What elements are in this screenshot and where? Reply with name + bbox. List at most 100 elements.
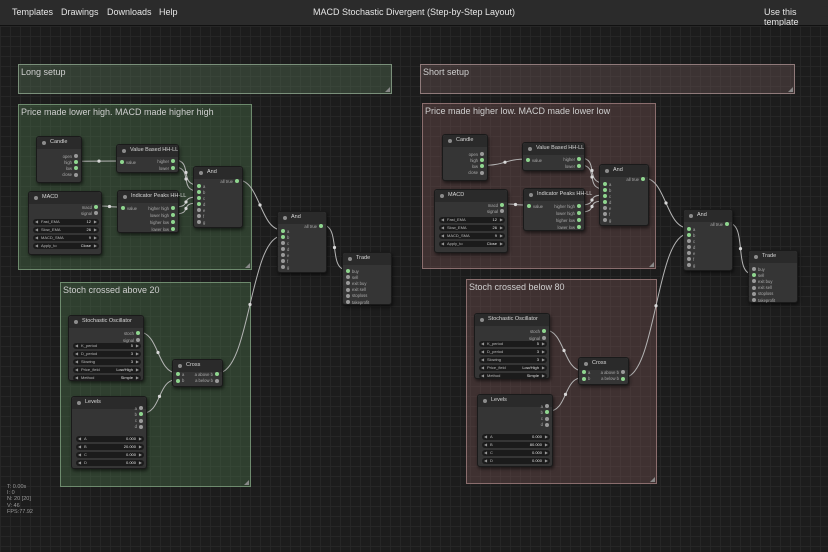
wire-midpoint-dot[interactable] — [97, 159, 101, 163]
increment-arrow-icon[interactable]: ▶ — [135, 351, 139, 356]
input-port-dot[interactable] — [121, 206, 125, 210]
increment-arrow-icon[interactable]: ▶ — [93, 219, 97, 224]
decrement-arrow-icon[interactable]: ◀ — [481, 349, 485, 354]
input-port-dot[interactable] — [603, 206, 607, 210]
increment-arrow-icon[interactable]: ▶ — [93, 227, 97, 232]
node-header[interactable]: And — [278, 212, 326, 224]
input-port-dot[interactable] — [603, 182, 607, 186]
node-header[interactable]: Value Based HH-LL — [523, 143, 584, 155]
use-template-button[interactable]: Use this template — [764, 7, 799, 27]
output-port-dot[interactable] — [480, 164, 484, 169]
increment-arrow-icon[interactable]: ▶ — [499, 241, 503, 246]
input-port-dot[interactable] — [281, 229, 285, 233]
input-port-dot[interactable] — [687, 227, 691, 231]
input-port-dot[interactable] — [603, 188, 607, 192]
output-port-dot[interactable] — [171, 213, 175, 217]
parameter-value[interactable]: 0.000 — [125, 452, 136, 457]
output-port-dot[interactable] — [215, 372, 219, 376]
decrement-arrow-icon[interactable]: ◀ — [78, 436, 82, 441]
input-port-dot[interactable] — [526, 158, 530, 162]
output-port-dot[interactable] — [545, 404, 549, 408]
increment-arrow-icon[interactable]: ▶ — [93, 235, 97, 240]
collapse-dot-icon[interactable] — [178, 364, 182, 368]
node-header[interactable]: Cross — [579, 358, 628, 370]
node-header[interactable]: And — [684, 210, 732, 222]
output-port-dot[interactable] — [139, 424, 143, 429]
parameter-value[interactable]: 26 — [86, 227, 91, 232]
input-port-dot[interactable] — [752, 291, 756, 296]
parameter-value[interactable]: 3 — [536, 349, 539, 354]
output-port-dot[interactable] — [480, 170, 484, 175]
increment-arrow-icon[interactable]: ▶ — [93, 243, 97, 248]
menu-templates[interactable]: Templates — [12, 7, 54, 17]
output-port-dot[interactable] — [171, 227, 175, 231]
wire-midpoint-dot[interactable] — [590, 175, 594, 179]
output-port-dot[interactable] — [621, 376, 625, 381]
node-header[interactable]: Indicator Peaks HH-LL — [118, 191, 186, 203]
node-header[interactable]: Levels — [72, 397, 146, 409]
input-port-dot[interactable] — [752, 273, 756, 278]
collapse-dot-icon[interactable] — [480, 318, 484, 322]
input-port-dot[interactable] — [281, 259, 285, 263]
parameter-value[interactable]: 3 — [536, 357, 539, 362]
input-port-dot[interactable] — [582, 370, 586, 374]
decrement-arrow-icon[interactable]: ◀ — [481, 373, 485, 378]
wire-midpoint-dot[interactable] — [738, 247, 743, 251]
node-graph-canvas[interactable]: Long setup Short setup Price made lower … — [0, 26, 828, 552]
output-port-dot[interactable] — [545, 410, 549, 415]
collapse-dot-icon[interactable] — [74, 320, 78, 324]
decrement-arrow-icon[interactable]: ◀ — [484, 458, 488, 463]
wire-midpoint-dot[interactable] — [332, 245, 337, 250]
decrement-arrow-icon[interactable]: ◀ — [75, 351, 79, 356]
parameter-value[interactable]: Simple — [120, 375, 133, 380]
parameter-value[interactable]: Close — [80, 243, 91, 248]
increment-arrow-icon[interactable]: ▶ — [541, 357, 545, 362]
wire-midpoint-dot[interactable] — [184, 206, 188, 211]
parameter-value[interactable]: 9 — [494, 233, 497, 238]
output-port-dot[interactable] — [577, 225, 581, 229]
output-port-dot[interactable] — [215, 378, 219, 383]
resize-grip[interactable] — [788, 87, 793, 92]
input-port-dot[interactable] — [281, 253, 285, 257]
decrement-arrow-icon[interactable]: ◀ — [481, 365, 485, 370]
node-header[interactable]: Value Based HH-LL — [117, 145, 178, 157]
input-port-dot[interactable] — [527, 204, 531, 208]
node-header[interactable]: Cross — [173, 360, 222, 372]
input-port-dot[interactable] — [752, 298, 756, 302]
decrement-arrow-icon[interactable]: ◀ — [75, 375, 79, 380]
wire-midpoint-dot[interactable] — [157, 394, 162, 398]
increment-arrow-icon[interactable]: ▶ — [544, 450, 548, 455]
decrement-arrow-icon[interactable]: ◀ — [75, 367, 79, 372]
output-port-dot[interactable] — [139, 412, 143, 417]
input-port-dot[interactable] — [176, 378, 180, 383]
parameter-value[interactable]: 3 — [130, 351, 133, 356]
wire-midpoint-dot[interactable] — [156, 350, 160, 355]
parameter-value[interactable]: 0.000 — [531, 458, 542, 463]
input-port-dot[interactable] — [281, 235, 285, 239]
collapse-dot-icon[interactable] — [440, 194, 444, 198]
input-port-dot[interactable] — [346, 281, 350, 286]
menu-help[interactable]: Help — [159, 7, 178, 17]
parameter-value[interactable]: 3 — [130, 359, 133, 364]
node-header[interactable]: Candle — [37, 137, 81, 149]
decrement-arrow-icon[interactable]: ◀ — [35, 235, 39, 240]
